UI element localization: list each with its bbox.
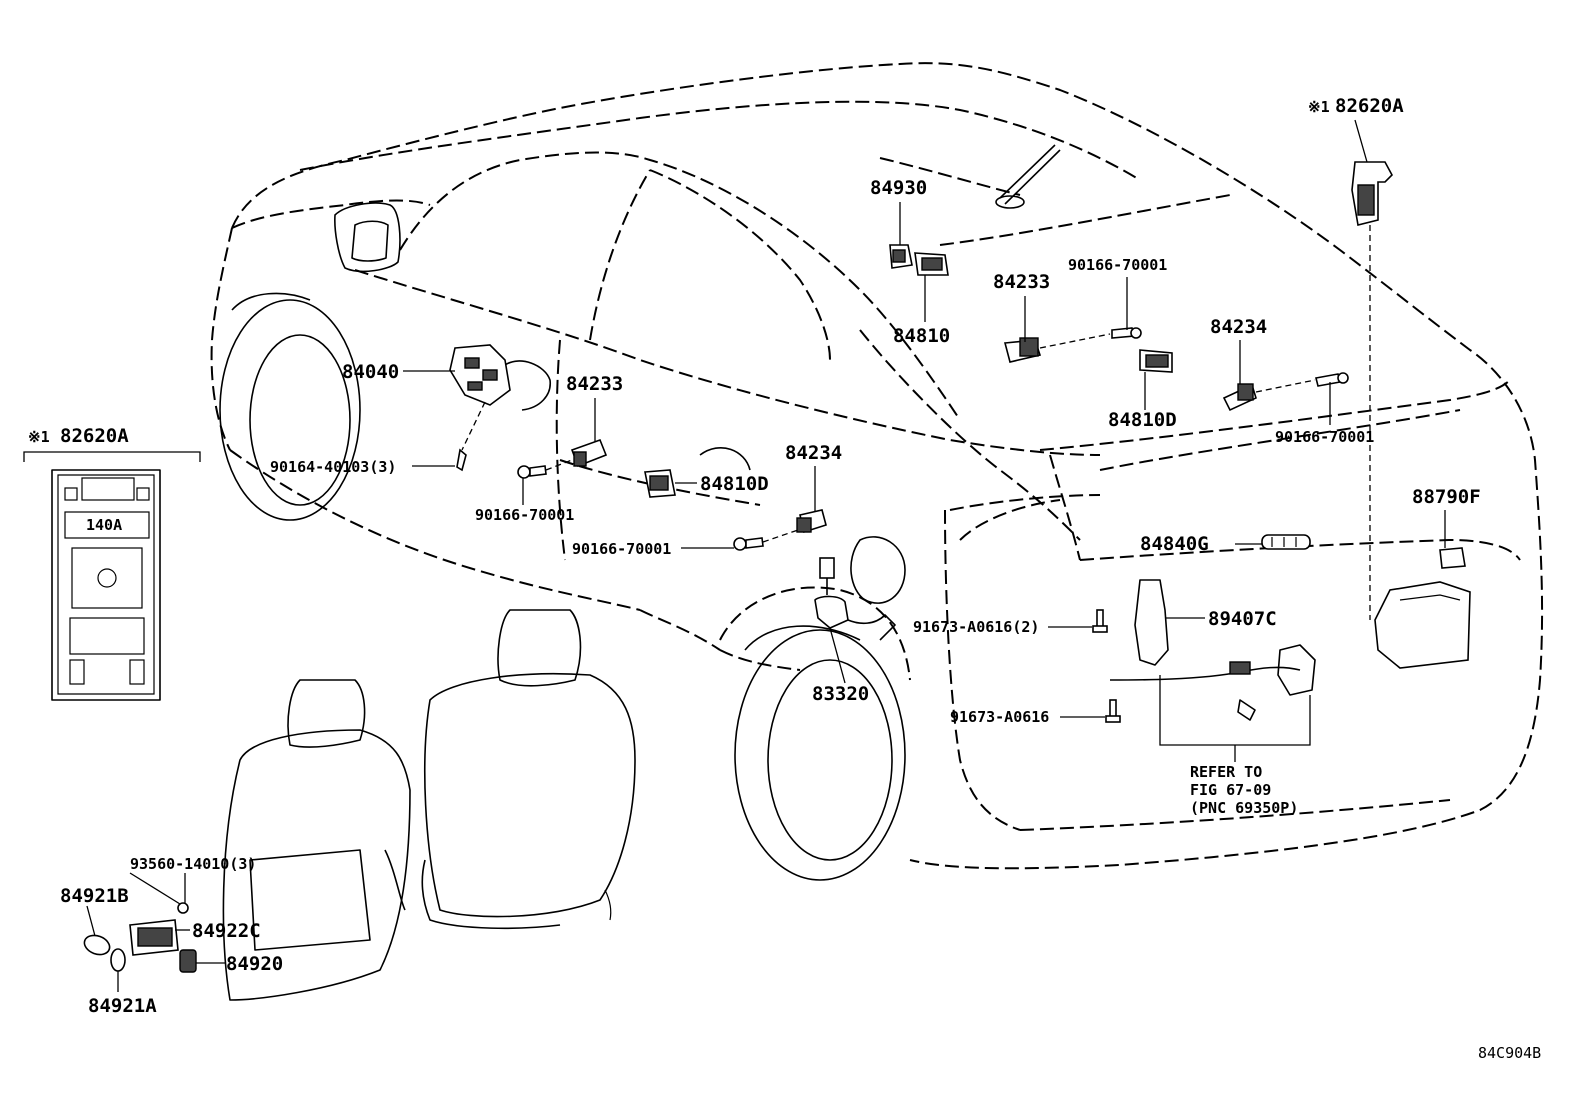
label-84810D-rear[interactable]: 84810D — [1108, 409, 1177, 431]
part-84233-front-switch[interactable] — [570, 438, 608, 468]
label-84921B[interactable]: 84921B — [60, 885, 129, 907]
fuel-door — [850, 536, 906, 604]
refer-note-line-2: FIG 67-09 — [1190, 781, 1271, 799]
part-84810D-door-switch[interactable] — [644, 469, 676, 498]
note-marker-inset: ※1 — [28, 428, 50, 446]
screw-90166-d[interactable] — [733, 537, 764, 551]
label-82620A-top[interactable]: 82620A — [1335, 95, 1404, 117]
part-89407C-harness[interactable] — [1109, 579, 1316, 721]
label-90164[interactable]: 90164-40103(3) — [270, 458, 396, 476]
label-84810D-door[interactable]: 84810D — [700, 473, 769, 495]
label-84930[interactable]: 84930 — [870, 177, 927, 199]
note-marker-top: ※1 — [1308, 98, 1330, 116]
label-82620A-inset[interactable]: 82620A — [60, 425, 129, 447]
label-91673[interactable]: 91673-A0616 — [950, 708, 1049, 726]
callout-labels: ※1 82620A ※1 82620A 140A 84930 84810 842… — [28, 95, 1541, 1062]
door-handle-recess-rear — [699, 446, 751, 471]
part-84234-rear-switch[interactable] — [1222, 383, 1257, 412]
vehicle-body-outline — [210, 62, 1544, 870]
part-83320-sender[interactable] — [814, 557, 896, 641]
label-90166-b[interactable]: 90166-70001 — [1275, 428, 1374, 446]
label-84921A[interactable]: 84921A — [88, 995, 157, 1017]
label-84840G[interactable]: 84840G — [1140, 533, 1209, 555]
leader-lines — [86, 119, 1446, 992]
part-88790F-sensor[interactable] — [1374, 547, 1471, 669]
screw-90166-b[interactable] — [1315, 372, 1349, 387]
label-84920[interactable]: 84920 — [226, 953, 283, 975]
label-89407C[interactable]: 89407C — [1208, 608, 1277, 630]
wheels — [219, 292, 906, 881]
figure-code: 84C904B — [1478, 1044, 1541, 1062]
part-84921A-knob[interactable] — [110, 948, 126, 972]
label-83320[interactable]: 83320 — [812, 683, 869, 705]
part-84921B-knob[interactable] — [82, 932, 113, 958]
label-84922C[interactable]: 84922C — [192, 920, 261, 942]
label-90166-c[interactable]: 90166-70001 — [475, 506, 574, 524]
label-84810[interactable]: 84810 — [893, 325, 950, 347]
part-84920-switch[interactable] — [179, 949, 197, 973]
rear-seats — [222, 609, 636, 1001]
label-90166-d[interactable]: 90166-70001 — [572, 540, 671, 558]
part-84040-master-switch[interactable] — [449, 344, 511, 406]
antenna — [995, 144, 1061, 209]
screw-90166-c[interactable] — [517, 465, 547, 479]
part-84922C-switch[interactable] — [129, 919, 179, 956]
part-84234-door-switch[interactable] — [796, 509, 827, 534]
bolt-91673[interactable] — [1105, 699, 1121, 723]
label-90166-a[interactable]: 90166-70001 — [1068, 256, 1167, 274]
part-84810-switch[interactable] — [914, 252, 949, 276]
label-84234-door[interactable]: 84234 — [785, 442, 842, 464]
door-handle-recess — [504, 360, 551, 411]
part-84810D-rear-switch[interactable] — [1139, 349, 1173, 373]
label-88790F[interactable]: 88790F — [1412, 486, 1481, 508]
refer-note-line-3: (PNC 69350P) — [1190, 799, 1298, 817]
refer-note-line-1: REFER TO — [1190, 763, 1262, 781]
label-140A: 140A — [86, 516, 122, 534]
label-84233-front[interactable]: 84233 — [566, 373, 623, 395]
inset-82620A — [23, 451, 201, 701]
side-mirror — [334, 202, 401, 273]
label-84234-rear[interactable]: 84234 — [1210, 316, 1267, 338]
label-84233-rear[interactable]: 84233 — [993, 271, 1050, 293]
screw-90166-a[interactable] — [1111, 327, 1142, 339]
screw-90164[interactable] — [456, 448, 467, 472]
bolt-91673-2[interactable] — [1092, 609, 1108, 633]
screw-93560[interactable] — [177, 902, 189, 914]
part-84930-switch[interactable] — [889, 244, 913, 269]
label-84040[interactable]: 84040 — [342, 361, 399, 383]
part-84840G-switch[interactable] — [1261, 534, 1311, 550]
part-82620A-block[interactable] — [1351, 161, 1393, 226]
label-91673-2[interactable]: 91673-A0616(2) — [913, 618, 1039, 636]
label-93560[interactable]: 93560-14010(3) — [130, 855, 256, 873]
part-84233-rear-switch[interactable] — [1003, 337, 1042, 363]
